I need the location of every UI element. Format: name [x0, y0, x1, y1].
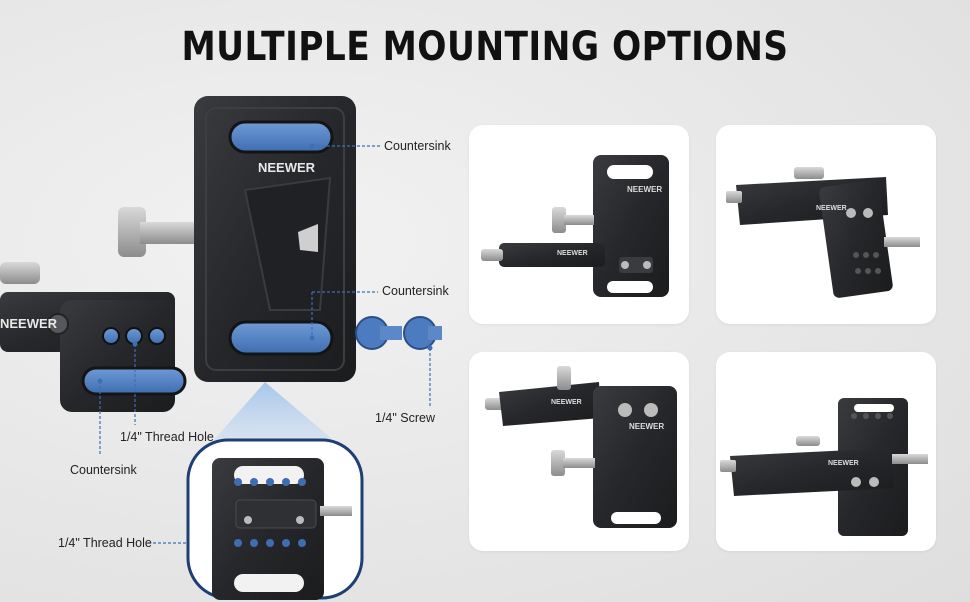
mounting-option-card-1: NEEWER NEEWER: [469, 125, 689, 324]
locking-knob: [118, 207, 210, 257]
v-mount-plate: [194, 96, 356, 382]
card-4-brand: NEEWER: [828, 460, 859, 467]
mount-illustration-3: [485, 366, 677, 528]
mounting-option-card-3: NEEWER NEEWER: [469, 352, 689, 551]
card-2-brand: NEEWER: [816, 205, 847, 212]
card-3-brand: NEEWER: [629, 422, 665, 431]
label-countersink-mid: Countersink: [382, 284, 449, 298]
side-arm: [0, 262, 187, 412]
arm-brand: NEEWER: [0, 316, 58, 331]
zoom-beam: [205, 382, 345, 450]
card-1-brand: NEEWER: [627, 185, 663, 194]
mounting-option-card-4: NEEWER: [716, 352, 936, 551]
mounting-option-card-2: NEEWER: [716, 125, 936, 324]
mount-illustration-1: [481, 155, 669, 297]
page-title: MULTIPLE MOUNTING OPTIONS: [181, 24, 789, 70]
label-screw: 1/4" Screw: [375, 411, 436, 425]
plate-brand: NEEWER: [258, 160, 316, 175]
mount-illustration-2: [726, 167, 920, 298]
card-3-brand-arm: NEEWER: [551, 399, 582, 406]
label-countersink-arm: Countersink: [70, 463, 137, 477]
back-view-inset: [186, 438, 364, 600]
card-1-brand-arm: NEEWER: [557, 250, 588, 257]
label-countersink-top: Countersink: [384, 139, 451, 153]
label-thread-hole-back: 1/4" Thread Hole: [58, 536, 152, 550]
mount-illustration-4: [720, 398, 928, 536]
screws: [355, 316, 442, 350]
label-thread-hole-arm: 1/4" Thread Hole: [120, 430, 214, 444]
